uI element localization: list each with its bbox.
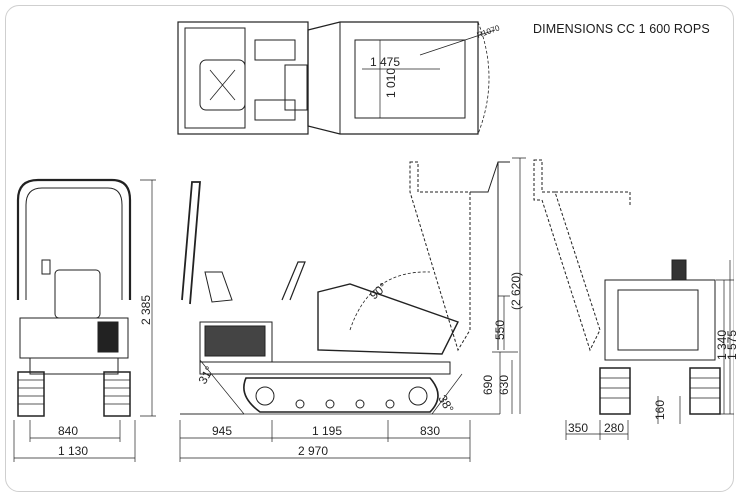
rear-view [533,159,734,440]
dim-side-front-overhang: 945 [212,424,232,438]
dim-rear-height-a: 1 340 [715,330,729,360]
dim-rear-offset-a: 350 [568,421,588,435]
dim-side-rear-overhang: 830 [420,424,440,438]
dump-position-view [409,157,526,414]
dim-ground-clearance: 160 [653,400,667,420]
dim-side-track-length: 1 195 [312,424,342,438]
dim-rops-height: 2 385 [139,295,153,325]
diagram-title: DIMENSIONS CC 1 600 ROPS [533,22,710,36]
dim-dump-angle: 90° [367,280,390,303]
dim-turning-radius: R1070 [476,23,502,40]
top-view [177,21,496,135]
dim-front-track-width: 840 [58,424,78,438]
front-view [13,178,156,462]
figure-frame [5,5,734,492]
dim-front-overall-width: 1 130 [58,444,88,458]
dim-front-approach-angle: 31° [195,364,216,387]
dim-side-overall-length: 2 970 [298,444,328,458]
side-view [179,181,500,462]
dim-top-skip-length: 1 475 [370,55,400,69]
dim-top-skip-width: 1 010 [384,68,398,98]
dim-skip-lift-height: (2 620) [509,272,523,310]
dim-load-height-a: 690 [481,375,495,395]
dim-load-height-b: 630 [497,375,511,395]
dim-rear-offset-b: 280 [604,421,624,435]
dim-rear-height-b: 1 575 [725,330,739,360]
dim-dump-clearance: 550 [493,320,507,340]
